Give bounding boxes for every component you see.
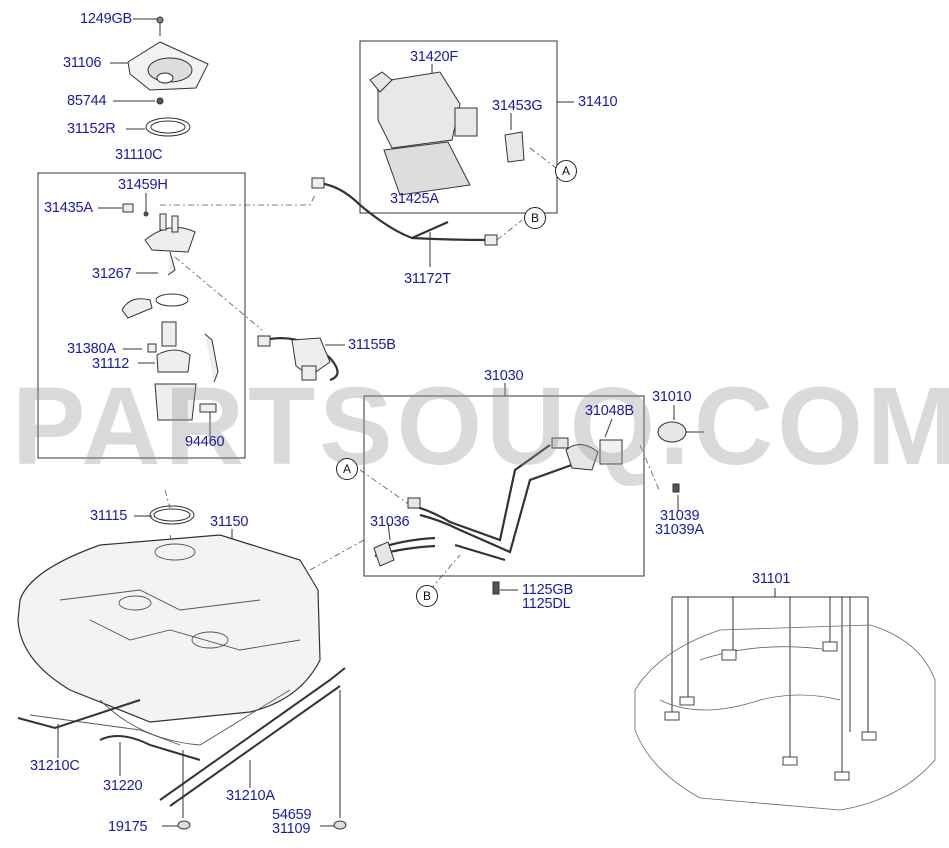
part-label-31425a[interactable]: 31425A: [390, 191, 439, 207]
part-label-31210c[interactable]: 31210C: [30, 758, 80, 774]
pump-module-box: [37, 172, 246, 459]
canister-box: [359, 40, 558, 214]
part-label-31036[interactable]: 31036: [370, 514, 410, 530]
part-label-31155b[interactable]: 31155B: [348, 337, 396, 353]
ref-marker-b-hose: B: [524, 207, 546, 229]
part-label-31150[interactable]: 31150: [210, 514, 249, 530]
part-label-31380a[interactable]: 31380A: [67, 341, 116, 357]
ref-marker-a-canister: A: [555, 160, 577, 182]
part-label-31106[interactable]: 31106: [63, 55, 102, 71]
part-label-31420f[interactable]: 31420F: [410, 49, 458, 65]
filler-neck-box: [363, 395, 645, 577]
part-label-31152r[interactable]: 31152R: [67, 121, 116, 137]
part-label-1125gb[interactable]: 1125GB: [522, 582, 573, 598]
part-label-85744[interactable]: 85744: [67, 93, 107, 109]
ref-marker-b-filler: B: [416, 585, 438, 607]
ref-marker-a-filler: A: [336, 458, 358, 480]
part-label-1125dl[interactable]: 1125DL: [522, 596, 571, 612]
part-label-31010[interactable]: 31010: [652, 389, 692, 405]
part-label-31410[interactable]: 31410: [578, 94, 618, 110]
part-label-31453g[interactable]: 31453G: [492, 98, 543, 114]
part-label-94460[interactable]: 94460: [185, 434, 225, 450]
watermark: PARTSOUQ.COM: [12, 365, 949, 488]
part-label-54659[interactable]: 54659: [272, 807, 312, 823]
part-label-31048b[interactable]: 31048B: [585, 403, 634, 419]
part-label-31039a[interactable]: 31039A: [655, 522, 704, 538]
part-label-31115[interactable]: 31115: [90, 508, 128, 524]
part-label-19175[interactable]: 19175: [108, 819, 148, 835]
part-label-31039[interactable]: 31039: [660, 508, 700, 524]
part-label-1249gb[interactable]: 1249GB: [80, 11, 133, 27]
part-label-31459h[interactable]: 31459H: [118, 177, 168, 193]
part-label-31112[interactable]: 31112: [92, 356, 130, 372]
part-label-31267[interactable]: 31267: [92, 266, 132, 282]
part-label-31109[interactable]: 31109: [272, 821, 311, 837]
part-label-31110c[interactable]: 31110C: [115, 147, 163, 163]
part-label-31435a[interactable]: 31435A: [44, 200, 93, 216]
part-label-31101[interactable]: 31101: [752, 571, 791, 587]
part-label-31172t[interactable]: 31172T: [404, 271, 451, 287]
part-label-31030[interactable]: 31030: [484, 368, 524, 384]
part-label-31210a[interactable]: 31210A: [226, 788, 275, 804]
part-label-31220[interactable]: 31220: [103, 778, 143, 794]
